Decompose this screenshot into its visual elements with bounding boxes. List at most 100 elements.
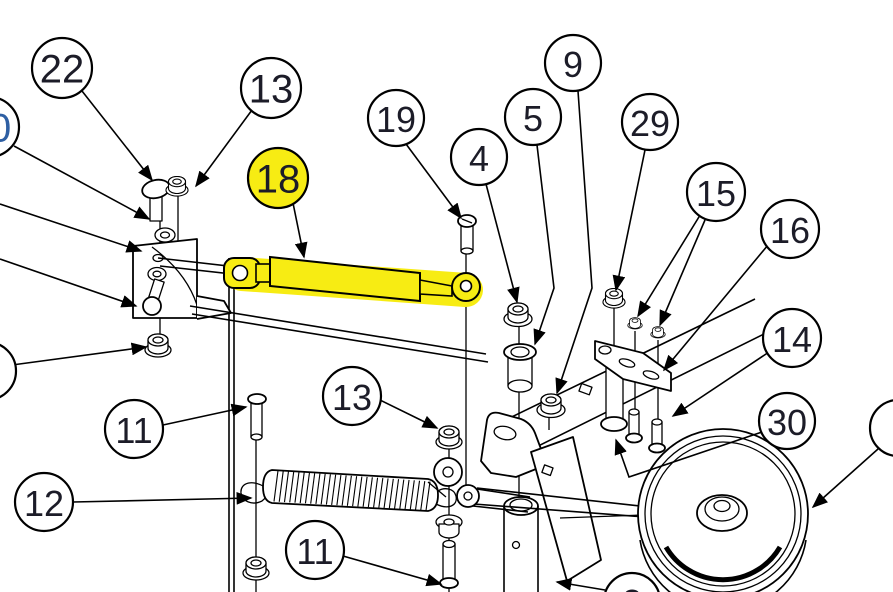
callout-9[interactable]: 9 xyxy=(543,33,603,93)
callout-19[interactable]: 19 xyxy=(366,88,426,148)
callout-13[interactable]: 13 xyxy=(239,56,303,120)
callout-number: 19 xyxy=(376,99,416,140)
washer-lower xyxy=(147,266,167,282)
callout-number: 10 xyxy=(0,107,11,151)
callout-number: 18 xyxy=(256,158,301,202)
leader-line xyxy=(662,244,769,372)
callout-number: 16 xyxy=(770,210,810,251)
leader-line xyxy=(195,109,253,188)
leader-line xyxy=(13,145,151,220)
leader-line xyxy=(0,258,138,308)
callout-balloon[interactable] xyxy=(449,127,509,187)
callout-number: 5 xyxy=(523,98,543,139)
leader-line xyxy=(405,143,462,220)
callout-balloon[interactable] xyxy=(284,519,346,581)
callout-balloon[interactable] xyxy=(761,307,823,369)
carriage-bolt xyxy=(141,178,171,222)
tension-spring xyxy=(240,469,457,512)
callout-number: 9 xyxy=(563,44,583,85)
idler-pulley xyxy=(637,428,809,592)
leader-line xyxy=(637,211,703,318)
callout-number: 12 xyxy=(24,483,64,524)
leader-line xyxy=(72,491,253,505)
callout-13[interactable]: 13 xyxy=(321,365,383,427)
callout-14[interactable]: 14 xyxy=(761,307,823,369)
callout-balloon[interactable] xyxy=(503,87,563,147)
callout-balloon[interactable] xyxy=(0,342,18,400)
washer-upper xyxy=(154,227,176,243)
callout-balloon[interactable] xyxy=(30,36,94,100)
callout-22[interactable]: 22 xyxy=(30,36,94,100)
callout-balloon[interactable] xyxy=(103,398,165,460)
leader-lines xyxy=(0,90,879,591)
flange-nut-left xyxy=(144,333,172,358)
callout-12[interactable]: 12 xyxy=(13,471,75,533)
callout-balloon[interactable] xyxy=(321,365,383,427)
stud-b xyxy=(648,418,666,454)
clevis-pin-11 xyxy=(439,539,459,589)
callout-2[interactable]: 2 xyxy=(604,571,660,592)
callout-18[interactable]: 18 xyxy=(246,146,310,210)
flange-nut-4 xyxy=(503,302,533,328)
callout-partial[interactable] xyxy=(868,399,893,457)
leader-line xyxy=(11,342,148,366)
leader-line xyxy=(533,144,555,346)
callout-balloon[interactable] xyxy=(868,399,893,457)
flange-nut-13-top xyxy=(165,175,189,197)
support-tube xyxy=(503,496,539,592)
callouts: 22 13 18 19 459 29 15 16 14 30 11 13 12 11 10 2 xyxy=(0,33,893,592)
flange-nut-9 xyxy=(536,393,566,419)
leader-line xyxy=(342,555,443,587)
bushing-5 xyxy=(503,343,537,393)
flange-nut-bottom-left xyxy=(242,556,270,581)
pivot-bolt xyxy=(142,278,165,316)
callout-4[interactable]: 4 xyxy=(449,127,509,187)
callout-number: 15 xyxy=(696,173,736,214)
leader-line xyxy=(671,351,770,417)
stud-a xyxy=(625,408,643,444)
callout-balloon[interactable] xyxy=(543,33,603,93)
leader-line xyxy=(659,219,706,327)
leader-line xyxy=(485,183,520,304)
callout-balloon[interactable] xyxy=(620,92,680,152)
lower-plate xyxy=(530,436,602,582)
callout-balloon[interactable] xyxy=(604,571,660,592)
callout-11[interactable]: 11 xyxy=(284,519,346,581)
leader-line xyxy=(0,203,143,253)
callout-balloon[interactable] xyxy=(239,56,303,120)
callout-balloon[interactable] xyxy=(0,97,21,157)
flange-nut-under-lever xyxy=(435,514,463,539)
callout-16[interactable]: 16 xyxy=(759,198,821,260)
callout-balloon[interactable] xyxy=(13,471,75,533)
callout-10[interactable]: 10 xyxy=(0,97,21,157)
flange-nut-13-mid xyxy=(435,425,463,450)
callout-number: 29 xyxy=(630,103,670,144)
callout-balloon[interactable] xyxy=(685,161,747,223)
callout-5[interactable]: 5 xyxy=(503,87,563,147)
callout-29[interactable]: 29 xyxy=(620,92,680,152)
callout-number: 22 xyxy=(40,48,85,92)
callout-balloon[interactable] xyxy=(366,88,426,148)
callout-30[interactable]: 30 xyxy=(757,391,817,451)
callout-number: 14 xyxy=(772,319,812,360)
center-pivot-plate xyxy=(480,411,542,478)
callout-partial[interactable] xyxy=(0,342,18,400)
callout-balloon[interactable] xyxy=(246,146,310,210)
callout-11[interactable]: 11 xyxy=(103,398,165,460)
leader-line xyxy=(612,149,646,292)
bolt-19 xyxy=(457,214,477,255)
callout-balloon[interactable] xyxy=(759,198,821,260)
leader-line xyxy=(614,431,763,479)
leader-line xyxy=(811,448,879,509)
callout-balloon[interactable] xyxy=(757,391,817,451)
callout-15[interactable]: 15 xyxy=(685,161,747,223)
leader-line xyxy=(555,90,593,395)
callout-number: 4 xyxy=(469,138,489,179)
spring-coils xyxy=(273,470,431,511)
leader-line xyxy=(292,202,308,259)
spring-lever xyxy=(433,457,531,513)
callout-number: 11 xyxy=(296,531,333,572)
leader-line xyxy=(162,403,248,426)
nut-15-a xyxy=(627,317,643,330)
